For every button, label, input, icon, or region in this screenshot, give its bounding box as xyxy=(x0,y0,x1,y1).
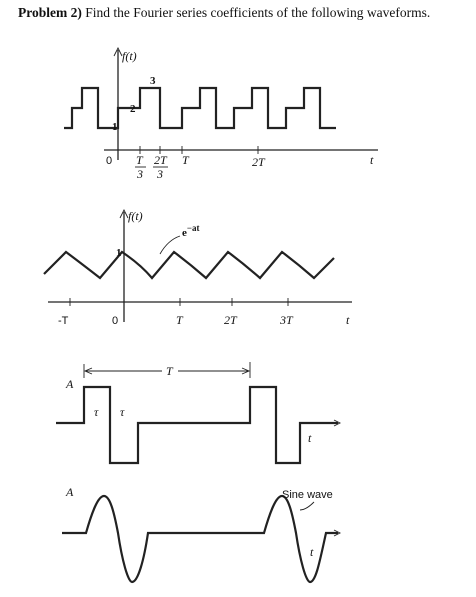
fig3-xlabel: t xyxy=(308,431,312,445)
fig1-y-arrow xyxy=(113,46,123,57)
fig2-xlabel: t xyxy=(346,313,350,327)
fig4-annotation-leader xyxy=(299,501,315,511)
fig2-level-1: 1 xyxy=(116,247,122,259)
fig4-annotation: Sine wave xyxy=(282,489,333,501)
problem-statement: Problem 2) Find the Fourier series coeff… xyxy=(18,4,474,22)
fig2-tick-3t-label: 3T xyxy=(279,313,294,327)
fig1-tick-2t3-num: 2T xyxy=(154,153,168,167)
fig1-level-3: 3 xyxy=(150,75,156,87)
fig1-tick-t3-num: T xyxy=(136,153,144,167)
fig3-amplitude: A xyxy=(65,377,74,391)
figure-3: T A τ τ t xyxy=(56,362,342,465)
fig1-tick-2t-label: 2T xyxy=(252,155,266,169)
fig2-waveform xyxy=(43,250,335,280)
fig1-xlabel: t xyxy=(370,153,374,167)
fig3-period-label: T xyxy=(166,364,174,378)
figure-4: A Sine wave t xyxy=(62,485,342,584)
fig3-period-arrow-left xyxy=(83,367,93,375)
fig3-t-arrow xyxy=(333,419,342,427)
fig4-xlabel: t xyxy=(310,545,314,559)
fig2-ylabel: f(t) xyxy=(128,209,143,223)
fig2-origin: 0 xyxy=(112,315,118,327)
fig1-tick-t-label: T xyxy=(182,153,190,167)
fig2-annotation-leader xyxy=(159,235,181,255)
fig1-origin: 0 xyxy=(106,155,112,167)
fig3-period-arrow-right xyxy=(241,367,251,375)
fig4-waveform xyxy=(62,494,338,584)
fig1-tick-2t3-den: 3 xyxy=(156,167,163,181)
fig3-tau2: τ xyxy=(120,405,125,419)
fig2-tick-neg-t-label: -T xyxy=(58,315,69,327)
fig1-waveform xyxy=(64,86,336,130)
fig4-amplitude: A xyxy=(65,485,74,499)
fig1-ylabel: f(t) xyxy=(122,49,137,63)
fig2-tick-t-label: T xyxy=(176,313,184,327)
problem-number: Problem 2) xyxy=(18,5,82,20)
fig4-t-arrow xyxy=(333,529,342,537)
figure-1: f(t) 1 2 3 0 T 3 2T 3 T 2T t xyxy=(64,46,378,181)
fig2-y-arrow xyxy=(119,208,129,219)
fig2-annotation: e−at xyxy=(182,223,200,239)
fig3-tau1: τ xyxy=(94,405,99,419)
fig3-waveform xyxy=(56,385,338,465)
fig1-level-2: 2 xyxy=(130,103,136,115)
fig1-level-1: 1 xyxy=(112,121,118,133)
fig1-tick-t3-den: 3 xyxy=(136,167,143,181)
figure-2: f(t) e−at 1 -T 0 T 2T 3T t xyxy=(43,208,352,327)
problem-text: Find the Fourier series coefficients of … xyxy=(81,5,431,20)
fig2-tick-2t-label: 2T xyxy=(224,313,238,327)
